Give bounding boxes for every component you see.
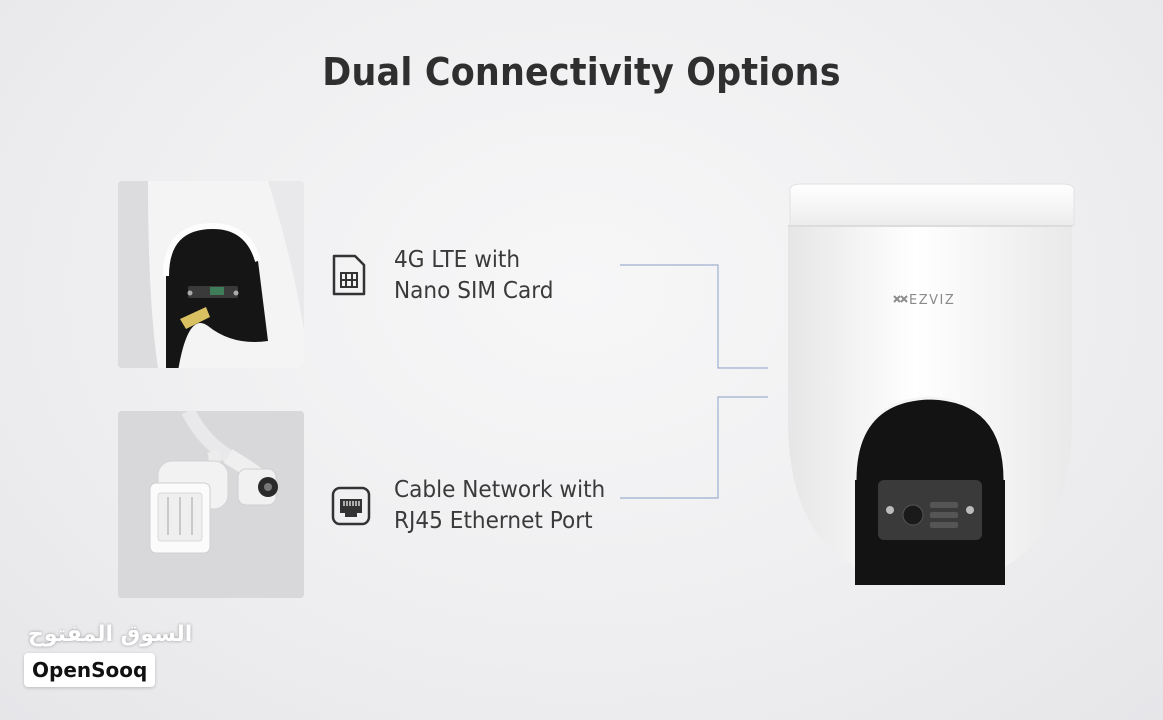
camera-brand-label: EZVIZ xyxy=(909,293,956,308)
sim-card-icon xyxy=(331,253,367,296)
option-ethernet-line1: Cable Network with xyxy=(394,477,606,503)
option-lte-line1: 4G LTE with xyxy=(394,247,521,273)
option-ethernet-label: Cable Network with RJ45 Ethernet Port xyxy=(394,475,605,537)
ezviz-logo-icon xyxy=(893,295,908,303)
sim-slot-illustration xyxy=(118,181,304,368)
watermark-brand-text: OpenSooq xyxy=(24,653,156,687)
option-lte-label: 4G LTE with Nano SIM Card xyxy=(394,245,553,307)
option-ethernet-line2: RJ45 Ethernet Port xyxy=(394,508,593,534)
opensooq-watermark: السوق المفتوح OpenSooq xyxy=(24,622,192,687)
watermark-arabic-text: السوق المفتوح xyxy=(28,622,193,647)
page-title: Dual Connectivity Options xyxy=(322,50,841,94)
rj45-cable-photo xyxy=(118,411,304,598)
rj45-cable-illustration xyxy=(118,411,304,598)
option-lte-line2: Nano SIM Card xyxy=(394,278,554,304)
ethernet-port-icon xyxy=(331,486,371,526)
camera-illustration: EZVIZ xyxy=(770,180,1090,605)
sim-slot-photo xyxy=(118,181,304,368)
